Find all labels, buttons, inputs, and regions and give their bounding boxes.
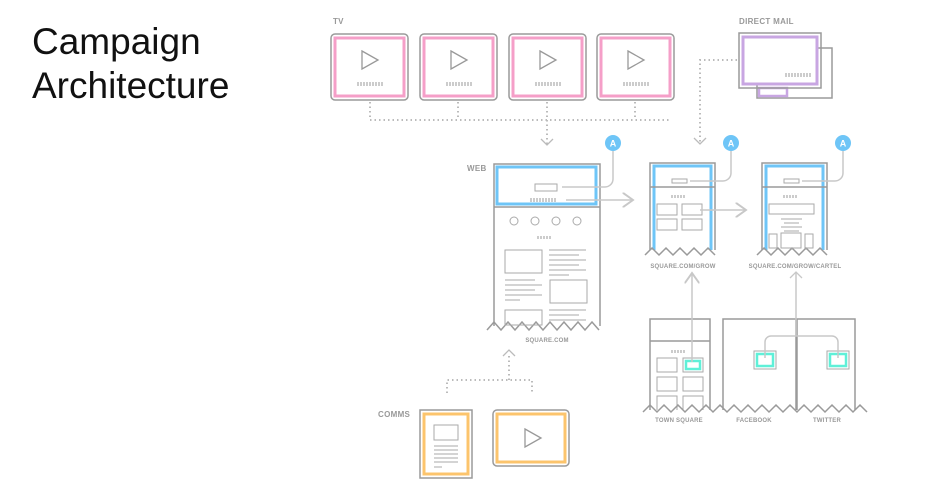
web-page-square-com	[486, 163, 601, 332]
comms-video	[492, 409, 570, 467]
direct-mail-connector	[699, 59, 737, 143]
comms-print-piece	[419, 409, 473, 479]
tv-connector	[369, 102, 670, 144]
facebook-label: FACEBOOK	[736, 418, 772, 424]
web-label: WEB	[467, 164, 487, 173]
cartel-badge-connector	[802, 151, 844, 182]
direct-mail-piece	[738, 32, 833, 99]
comms-arrow-icon	[502, 349, 516, 357]
svg-text:A: A	[840, 139, 847, 149]
tv-spot-2	[419, 33, 498, 101]
title-line-2: Architecture	[32, 65, 230, 106]
town-square-label: TOWN SQUARE	[655, 418, 703, 424]
facebook-page	[722, 318, 797, 410]
cartel-label: SQUARE.COM/GROW/CARTEL	[749, 264, 842, 270]
direct-mail-label: DIRECT MAIL	[739, 17, 794, 26]
badge-a-grow: A	[723, 135, 739, 151]
svg-text:A: A	[610, 139, 617, 149]
title-line-1: Campaign	[32, 21, 201, 62]
badge-a-cartel: A	[835, 135, 851, 151]
social-to-cartel-arrow-icon	[789, 271, 803, 279]
web-page-cartel	[756, 162, 828, 257]
town-square-page	[649, 318, 711, 410]
tv-arrow-icon	[540, 138, 554, 146]
web-badge-connector	[562, 151, 614, 188]
social-pages-bottom-edge	[642, 403, 868, 414]
direct-mail-arrow-icon	[693, 137, 707, 145]
tv-spot-3	[508, 33, 587, 101]
comms-label: COMMS	[378, 410, 411, 419]
comms-connector	[446, 356, 533, 393]
svg-text:A: A	[728, 139, 735, 149]
web-page-grow	[644, 162, 716, 257]
twitter-page	[796, 318, 856, 410]
square-com-label: SQUARE.COM	[525, 338, 568, 344]
grow-label: SQUARE.COM/GROW	[650, 264, 715, 270]
tv-spot-1	[330, 33, 409, 101]
social-to-cartel-connector	[764, 273, 839, 358]
tv-label: TV	[333, 17, 344, 26]
grow-badge-connector	[690, 151, 732, 182]
twitter-label: TWITTER	[813, 418, 842, 424]
badge-a-web: A	[605, 135, 621, 151]
tv-spot-4	[596, 33, 675, 101]
